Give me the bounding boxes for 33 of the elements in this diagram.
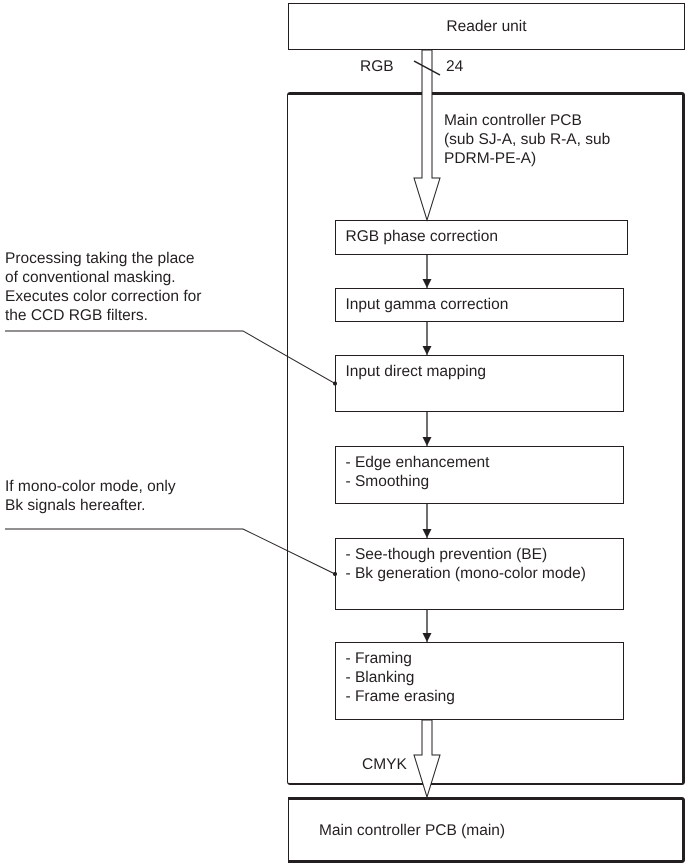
box-label: - See-though prevention (BE) <box>346 544 548 564</box>
process-box <box>334 446 624 504</box>
process-box <box>288 797 685 863</box>
leader-line <box>4 528 337 576</box>
box-label: Input gamma correction <box>346 294 510 314</box>
box-label: - Blanking <box>346 668 416 686</box>
arrow <box>422 255 432 288</box>
bus-arrow <box>413 720 441 799</box>
box-label: - Framing <box>346 648 413 668</box>
box-label: - Frame erasing <box>346 686 456 706</box>
annotation-text: If mono-color mode, only Bk signals hereafter. <box>5 477 177 515</box>
box-label: Main controller PCB (main) <box>319 820 506 840</box>
arrow <box>422 504 432 538</box>
process-box <box>334 288 624 322</box>
process-box <box>334 354 624 412</box>
process-box <box>334 220 628 254</box>
annotation-text: Processing taking the place of conventional masking. Executes color correction for the CCD RGB filters. <box>5 249 202 325</box>
process-box <box>334 538 624 610</box>
arrow <box>422 412 432 446</box>
arrow <box>422 610 432 642</box>
box-label: Main controller PCB (sub SJ-A, sub R-A, sub PDRM-PE-A) <box>444 111 612 168</box>
arrow <box>422 322 432 355</box>
bus-arrow <box>413 50 441 222</box>
box-label: Reader unit <box>446 17 527 36</box>
box-label: - Edge enhancement <box>346 452 490 472</box>
leader-line <box>4 330 337 386</box>
box-label: - Smoothing <box>346 472 430 490</box>
process-box <box>334 642 624 720</box>
box-label: - Bk generation (mono-color mode) <box>346 564 587 582</box>
box-label: RGB phase correction <box>346 226 499 246</box>
box-label: Input direct mapping <box>346 362 487 380</box>
process-box <box>288 3 685 50</box>
board-frame <box>287 92 685 785</box>
